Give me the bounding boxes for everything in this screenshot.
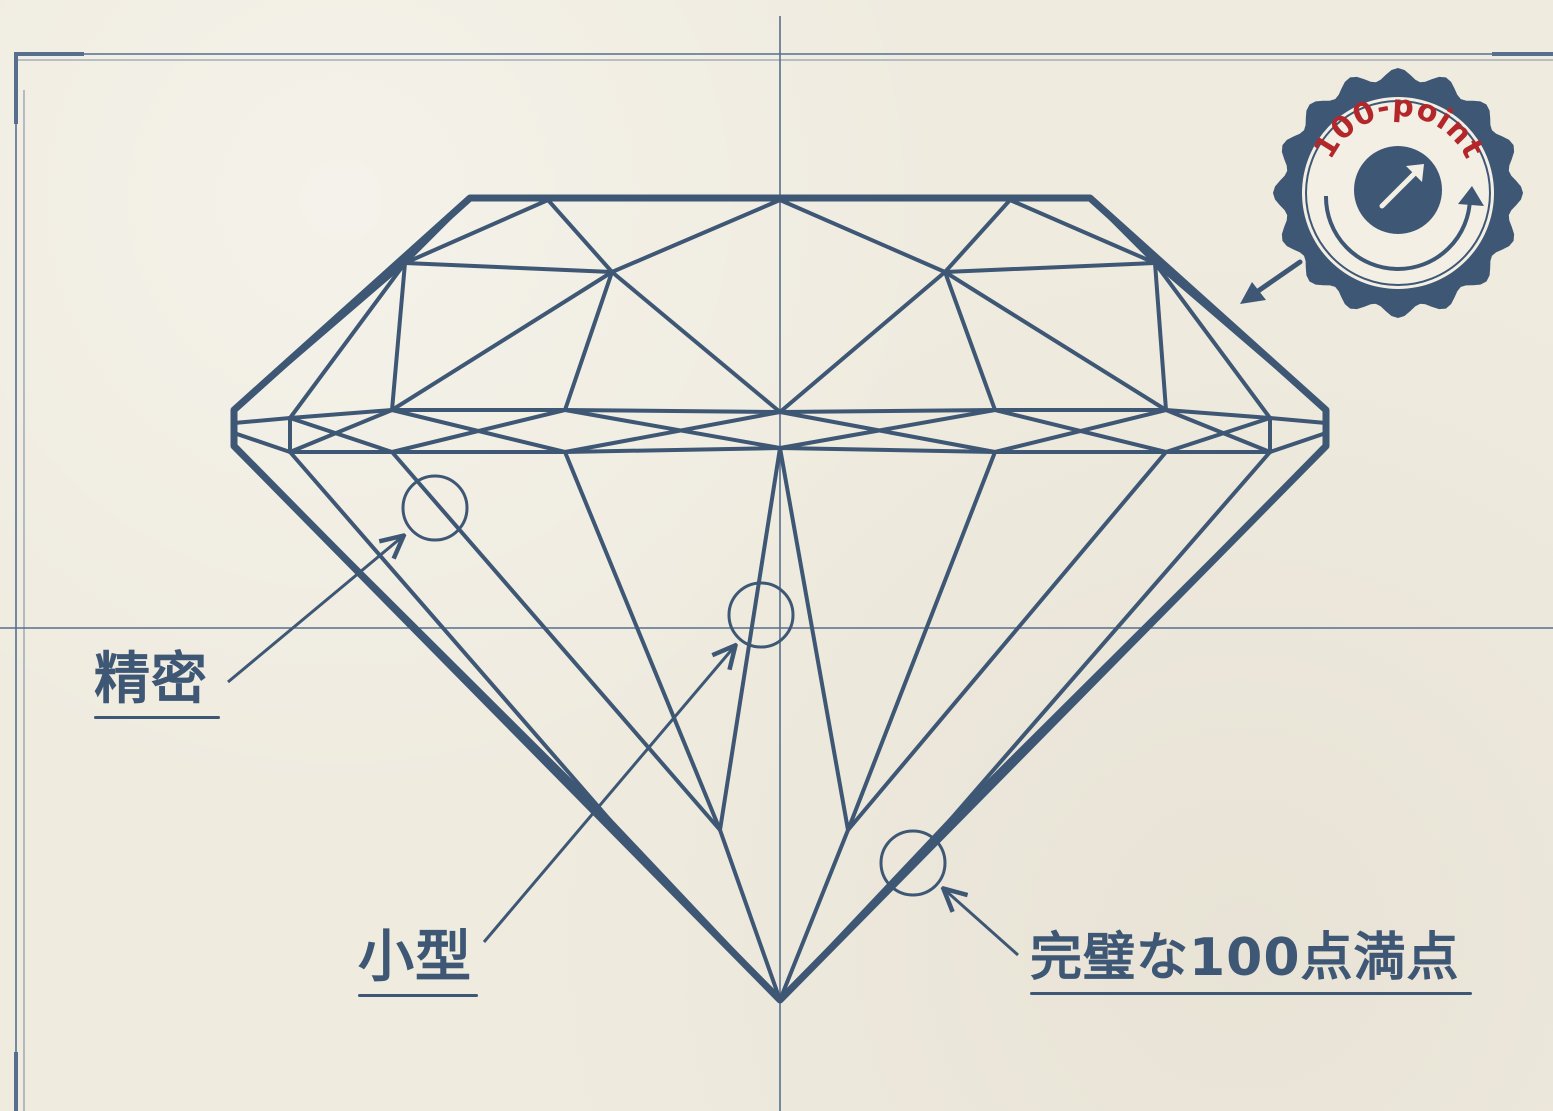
- callout-label-compact: 小型: [358, 925, 472, 990]
- diamond-outline: [230, 194, 1330, 1004]
- callout-label-perfect-score: 完璧な100点満点: [1030, 928, 1460, 988]
- rotation-arrowhead-icon: [1458, 186, 1484, 206]
- seal-inner-ring: [1305, 100, 1491, 286]
- callout-markers: [227, 474, 1019, 957]
- crown-facets: [232, 196, 1328, 420]
- callout-label-precision: 精密: [94, 647, 208, 712]
- diamond-line-art: [230, 194, 1330, 1004]
- gauge-needle-icon: [1379, 165, 1423, 209]
- gauge-needle-tip-icon: [1406, 164, 1424, 182]
- score-seal-badge: 100-point: [1240, 67, 1524, 319]
- pavilion-facets: [232, 444, 1328, 1002]
- callout-arrow-precision: [227, 537, 402, 684]
- callout-circle-perfect-score: [879, 829, 947, 897]
- badge-pointer-arrowhead-icon: [1240, 282, 1266, 304]
- rotation-arrow-icon: [1323, 195, 1472, 271]
- corner-mark-top-left: [14, 52, 84, 124]
- callout-circle-compact: [727, 581, 795, 649]
- callout-underline-compact: [358, 994, 478, 997]
- callout-arrow-compact: [482, 647, 734, 943]
- callout-underline-precision: [94, 716, 220, 719]
- callout-arrow-perfect-score: [945, 890, 1019, 957]
- callout-circle-precision: [401, 474, 469, 542]
- callout-underline-perfect-score: [1030, 992, 1472, 995]
